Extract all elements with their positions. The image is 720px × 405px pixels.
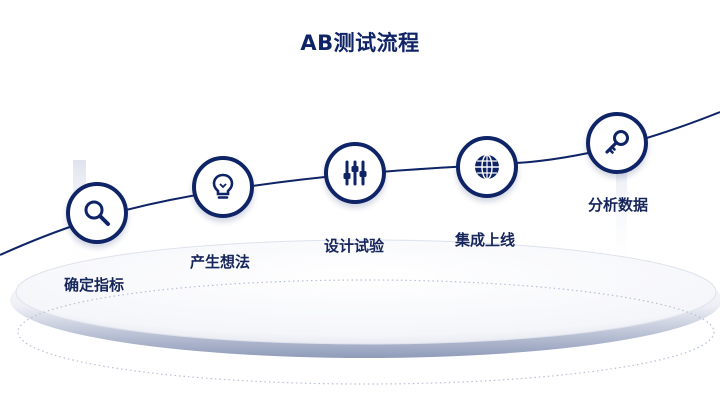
step-label-1: 确定指标: [64, 276, 125, 294]
step-node-4: [456, 136, 518, 198]
step-label-4: 集成上线: [455, 231, 516, 249]
globe-icon: [475, 154, 499, 180]
step-label-5: 分析数据: [588, 196, 649, 214]
step-node-2: [192, 156, 254, 218]
step-label-3: 设计试验: [324, 237, 385, 255]
pillar: [616, 140, 627, 280]
platform-dotted-ring: [17, 279, 715, 385]
step-node-5: [586, 112, 648, 174]
platform-top: [15, 239, 717, 345]
step-node-3: [324, 142, 386, 204]
step-node-1: [66, 182, 128, 244]
step-label-2: 产生想法: [190, 253, 251, 271]
lightbulb-icon: [212, 173, 234, 199]
key-icon: [605, 130, 629, 154]
sliders-icon: [343, 160, 367, 186]
page-title: AB测试流程: [300, 31, 420, 55]
magnifier-icon: [84, 200, 110, 226]
